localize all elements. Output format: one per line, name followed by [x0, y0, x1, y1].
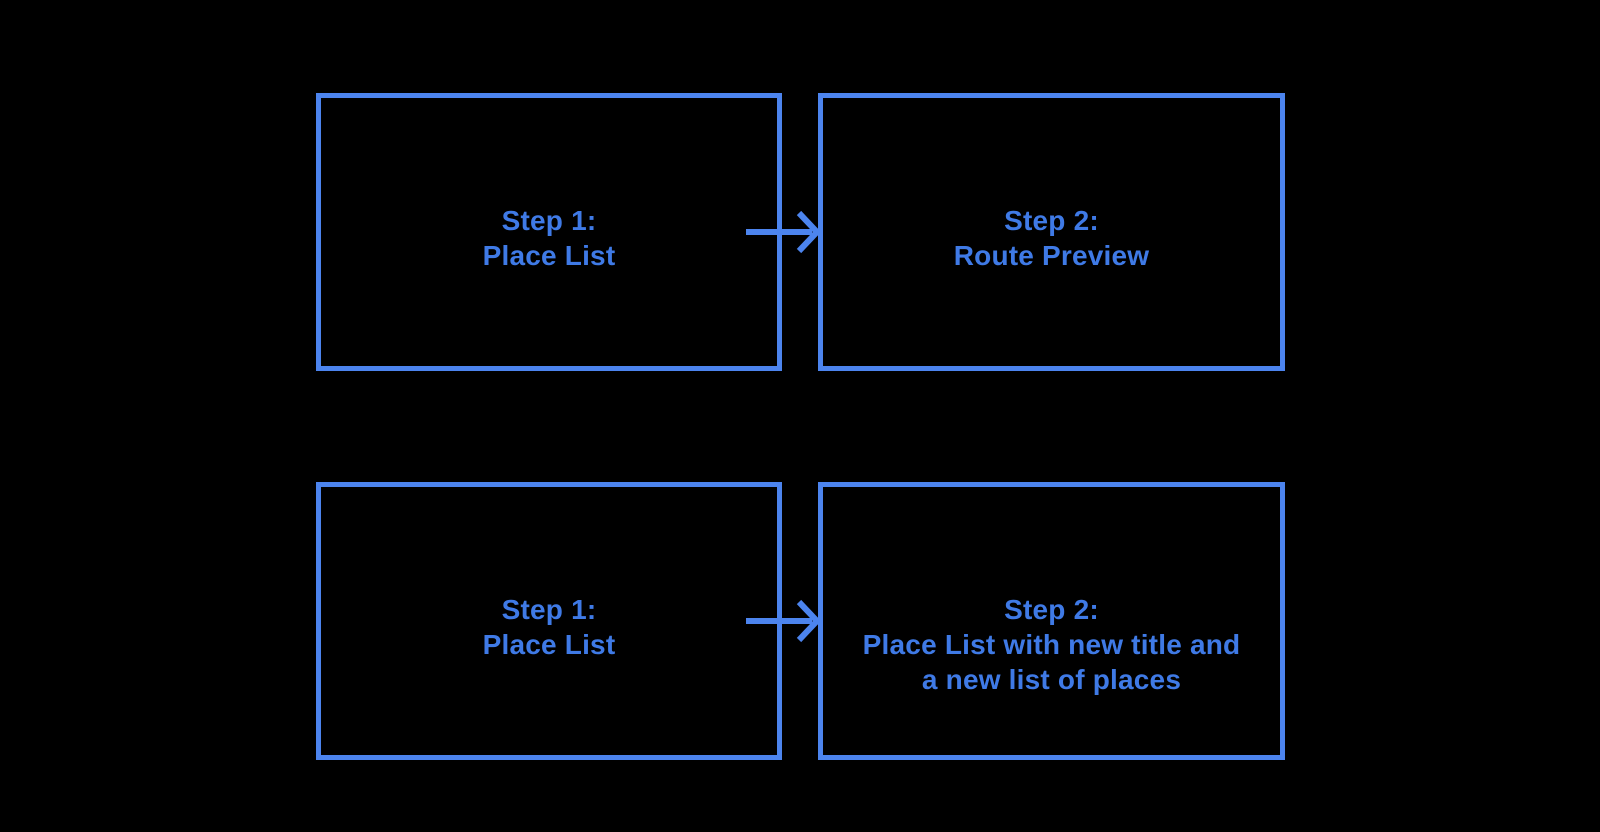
flow1-step1-box: Step 1: Place List — [316, 93, 782, 371]
flow2-step1-line2: Place List — [482, 629, 616, 660]
flow2-step1-line1: Step 1: — [501, 594, 597, 625]
flow1-step1-line2: Place List — [482, 240, 616, 271]
flow1-step1-line1: Step 1: — [501, 205, 597, 236]
flow2-step2-line2: Place List with new title and — [862, 629, 1241, 660]
flow1-step2-line1: Step 2: — [1004, 205, 1099, 236]
flow1-step2-line2: Route Preview — [953, 240, 1150, 271]
flow2-step2-label: Step 2: Place List with new title and a … — [823, 592, 1280, 697]
flow2-step2-box: Step 2: Place List with new title and a … — [818, 482, 1285, 760]
flow1-step1-label: Step 1: Place List — [321, 203, 777, 273]
flow2-step2-line3: a new list of places — [921, 664, 1182, 695]
flow1-step2-label: Step 2: Route Preview — [823, 203, 1280, 273]
flow2-step1-box: Step 1: Place List — [316, 482, 782, 760]
flow1-step2-box: Step 2: Route Preview — [818, 93, 1285, 371]
flow2-step1-label: Step 1: Place List — [321, 592, 777, 662]
flow2-step2-line1: Step 2: — [1004, 594, 1099, 625]
